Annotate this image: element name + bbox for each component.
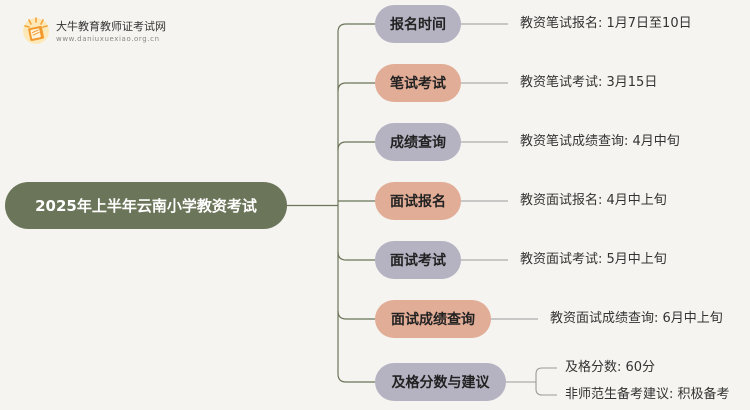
branch-passing-score-advice[interactable]: 及格分数与建议 — [375, 363, 506, 401]
branch-label: 面试考试 — [390, 253, 446, 269]
branch-score-query[interactable]: 成绩查询 — [375, 123, 461, 161]
branch-connector — [337, 373, 375, 383]
branch-registration-time[interactable]: 报名时间 — [375, 5, 461, 43]
detail-passing-score: 及格分数: 60分 — [565, 360, 656, 375]
root-topic[interactable]: 2025年上半年云南小学教资考试 — [5, 182, 287, 229]
branch-label: 及格分数与建议 — [391, 375, 490, 391]
detail-study-advice: 非师范生备考建议: 积极备考 — [565, 387, 730, 402]
branch-interview-exam[interactable]: 面试考试 — [375, 241, 461, 279]
branch-label: 面试成绩查询 — [391, 312, 475, 328]
branch-label: 报名时间 — [390, 17, 446, 33]
detail-interview-registration: 教资面试报名: 4月中上旬 — [520, 193, 667, 208]
branch-written-exam[interactable]: 笔试考试 — [375, 64, 461, 102]
leaf-connector — [535, 367, 557, 382]
branch-connector — [337, 141, 375, 151]
branch-interview-registration[interactable]: 面试报名 — [375, 182, 461, 220]
logo-site-name: 大牛教育教师证考试网 — [56, 20, 166, 33]
logo-site-url: www.daniuxuexiao.org.cn — [56, 35, 160, 43]
branch-label: 笔试考试 — [390, 76, 446, 92]
detail-interview-exam-date: 教资面试考试: 5月中上旬 — [520, 252, 667, 267]
detail-interview-score-query: 教资面试成绩查询: 6月中上旬 — [550, 311, 723, 326]
branch-label: 成绩查询 — [390, 135, 446, 151]
detail-written-registration: 教资笔试报名: 1月7日至10日 — [520, 16, 692, 31]
branch-connector — [337, 82, 375, 92]
site-logo[interactable]: 大牛教育教师证考试网 www.daniuxuexiao.org.cn — [18, 15, 188, 49]
leaf-connector — [535, 382, 557, 396]
root-topic-label: 2025年上半年云南小学教资考试 — [35, 197, 257, 215]
detail-written-score-query: 教资笔试成绩查询: 4月中旬 — [520, 134, 680, 149]
detail-written-exam-date: 教资笔试考试: 3月15日 — [520, 75, 658, 90]
branch-connector — [337, 310, 375, 320]
branch-connector — [337, 251, 375, 261]
book-icon — [23, 17, 49, 44]
branch-interview-score-query[interactable]: 面试成绩查询 — [375, 300, 491, 338]
branch-connector — [337, 23, 375, 33]
branch-label: 面试报名 — [390, 194, 446, 210]
